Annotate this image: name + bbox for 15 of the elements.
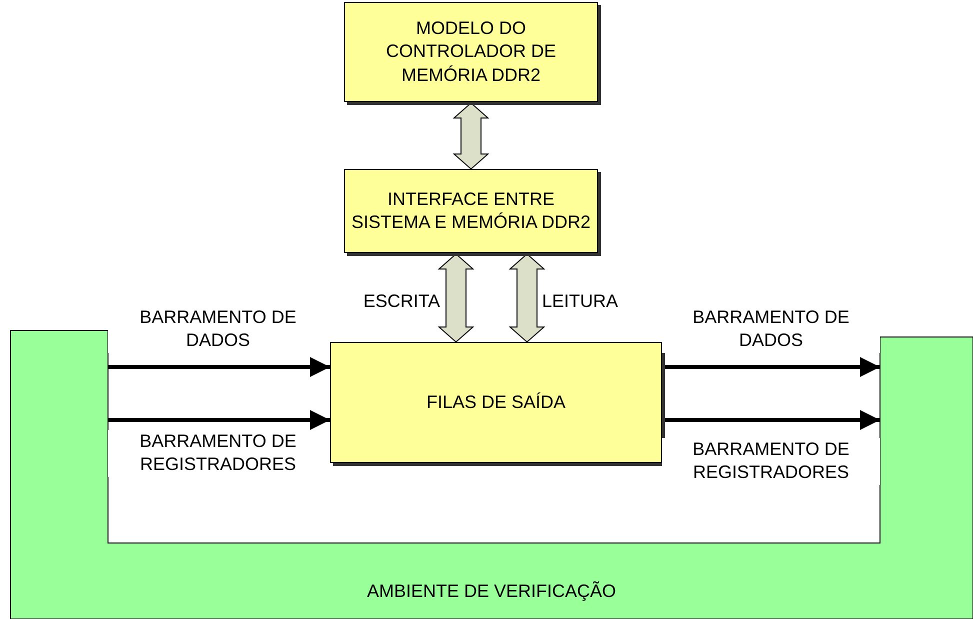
arrow	[662, 410, 880, 430]
environment-area	[10, 330, 973, 619]
block-arrow	[452, 102, 490, 170]
node-label: FILAS DE SAÍDA	[426, 390, 566, 414]
process-box	[344, 169, 598, 253]
arrow	[108, 357, 330, 377]
arrow	[662, 357, 880, 377]
node-label: AMBIENTE DE VERIFICAÇÃO	[366, 580, 616, 603]
process-box	[344, 2, 598, 102]
arrow	[108, 410, 330, 430]
node-label: MODELO DO CONTROLADOR DE MEMÓRIA DDR2	[384, 16, 557, 87]
block-arrow	[438, 253, 474, 343]
node-label: INTERFACE ENTRE SISTEMA E MEMÓRIA DDR2	[351, 188, 591, 234]
process-box	[330, 342, 662, 463]
block-arrow	[508, 253, 546, 343]
